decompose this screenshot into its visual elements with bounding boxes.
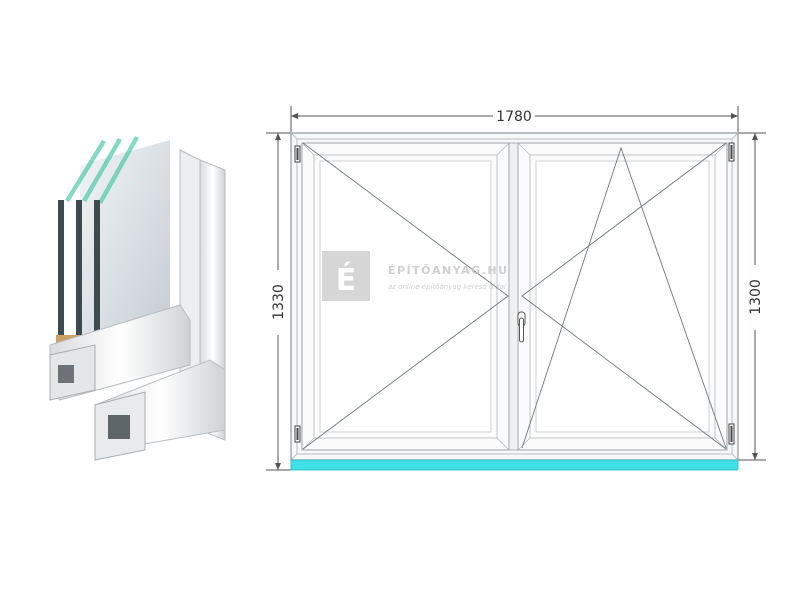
left-height-label: 1330 — [271, 284, 287, 320]
left-height-dimension: 1330 — [266, 132, 291, 471]
profile-cross-section-image — [49, 136, 226, 461]
hinge-icon — [294, 425, 301, 443]
center-mullion — [508, 142, 519, 451]
right-sash-turn-lines — [521, 142, 727, 450]
window-sill — [290, 459, 739, 471]
right-sash — [517, 142, 728, 451]
watermark-brand: ÉPÍTŐANYAG.HU — [388, 263, 509, 277]
watermark-logo: É ÉPÍTŐANYAG.HU az online építőanyag ker… — [322, 251, 509, 301]
watermark-logo-letter: É — [336, 262, 357, 298]
hinge-icon — [728, 423, 735, 445]
width-dimension: 1780 — [290, 106, 739, 132]
handle-icon — [517, 311, 526, 343]
hinge-icon — [294, 145, 301, 163]
right-sash-tilt-lines — [521, 146, 727, 449]
watermark-logo-box — [322, 251, 370, 301]
left-sash-opening-lines — [302, 142, 509, 450]
hinge-icon — [728, 142, 735, 162]
width-label: 1780 — [496, 109, 532, 125]
right-height-label: 1300 — [748, 279, 764, 315]
watermark-tagline: az online építőanyag kereső oldal — [388, 282, 506, 291]
right-height-dimension: 1300 — [738, 132, 766, 461]
